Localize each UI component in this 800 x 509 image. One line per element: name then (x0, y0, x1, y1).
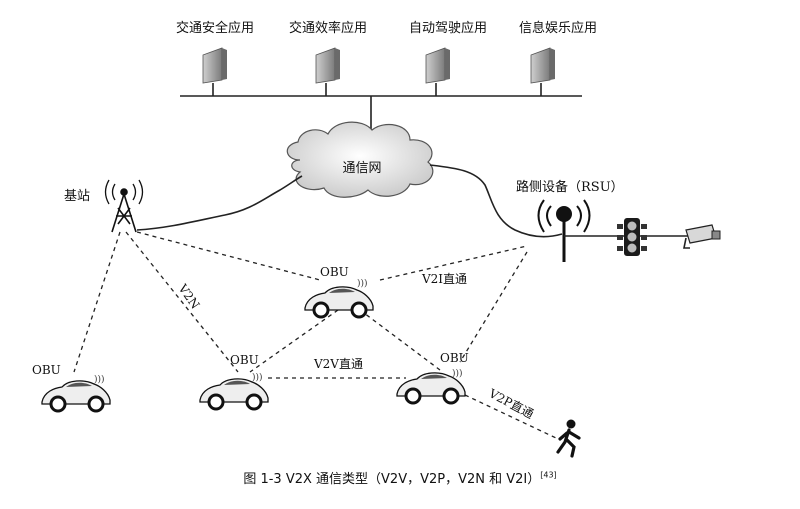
obu-label-4: OBU (440, 351, 469, 365)
app-label-4: 信息娱乐应用 (519, 20, 597, 36)
traffic-light-icon (617, 218, 647, 256)
figure-caption: 图 1-3 V2X 通信类型（V2V，V2P，V2N 和 V2I）[43] (0, 468, 800, 487)
vehicle-car-icon-4 (396, 372, 466, 405)
vehicle-car-icon-2 (41, 380, 111, 413)
network-cloud: 通信网 (286, 121, 434, 198)
app-label-2: 交通效率应用 (289, 20, 367, 36)
server-icon (202, 47, 227, 84)
backhaul-rsu (429, 164, 563, 238)
wifi-icon: ))) (452, 368, 463, 379)
base-station-tower-icon (104, 179, 144, 233)
wifi-icon: ))) (357, 278, 368, 289)
camera-icon (683, 224, 721, 249)
rsu-label: 路侧设备（RSU） (516, 179, 624, 195)
link-label-v2v: V2V直通 (313, 357, 363, 371)
base-station-label: 基站 (64, 189, 90, 204)
vehicle-car-icon-1 (304, 286, 374, 319)
link-label-v2i: V2I直通 (421, 272, 467, 286)
app-label-3: 自动驾驶应用 (409, 20, 487, 36)
link-label-v2n: V2N (175, 281, 202, 312)
app-label-1: 交通安全应用 (176, 20, 254, 36)
caption-ref: [43] (540, 470, 557, 480)
wifi-icon: ))) (252, 372, 263, 383)
obu-label-2: OBU (32, 363, 61, 377)
pedestrian-icon (556, 419, 581, 458)
obu-label-3: OBU (230, 353, 259, 367)
backhaul-base-station (136, 175, 303, 231)
server-icon (315, 47, 340, 84)
network-label: 通信网 (342, 161, 381, 176)
server-icon (530, 47, 555, 84)
wifi-icon: ))) (94, 374, 105, 385)
caption-text: 图 1-3 V2X 通信类型（V2V，V2P，V2N 和 V2I） (243, 472, 541, 487)
rsu-antenna-icon (537, 199, 591, 262)
obu-label-1: OBU (320, 265, 349, 279)
dashed-links (73, 231, 557, 439)
vehicle-car-icon-3 (199, 378, 269, 411)
server-icon (425, 47, 450, 84)
v2x-diagram: 交通安全应用 交通效率应用 自动驾驶应用 信息娱乐应用 通信网 基站 (32, 20, 721, 458)
